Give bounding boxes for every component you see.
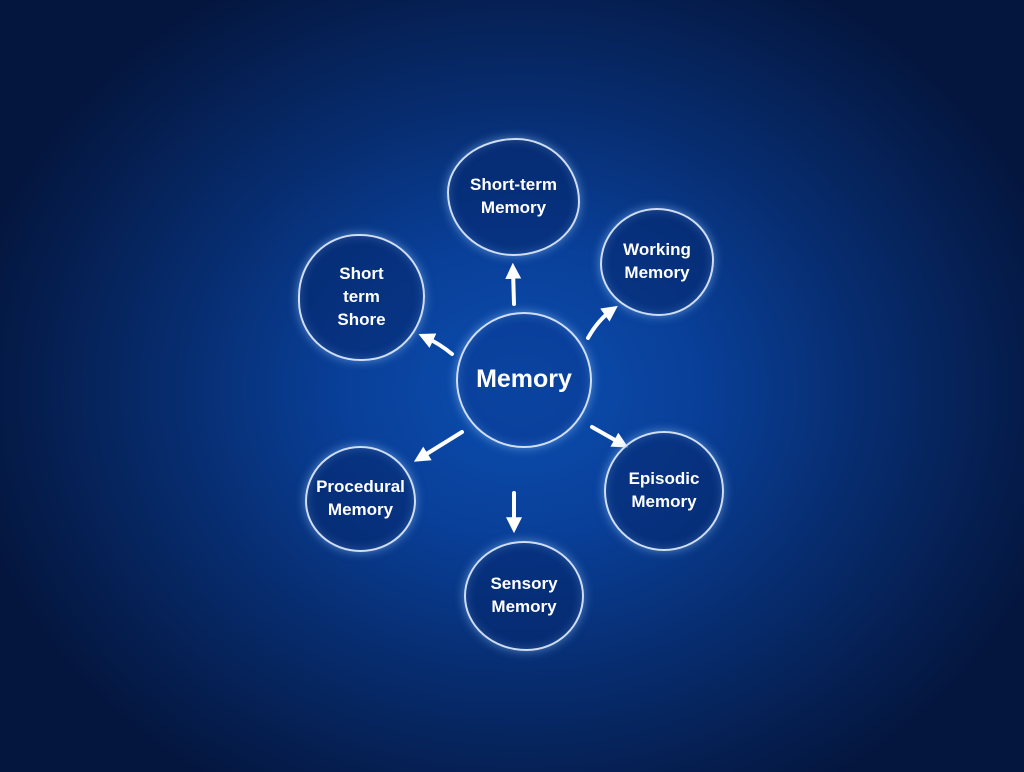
node-label: Short-term Memory bbox=[470, 175, 557, 217]
node-episodic-memory: Episodic Memory bbox=[604, 431, 724, 551]
arrow-to-procedural-memory bbox=[413, 430, 464, 462]
node-short-term-memory: Short-term Memory bbox=[447, 138, 580, 256]
node-label: Procedural Memory bbox=[316, 477, 405, 519]
arrow-to-short-term-shore bbox=[418, 333, 454, 356]
node-label: Short term Shore bbox=[337, 264, 386, 329]
center-node-memory: Memory bbox=[456, 312, 592, 448]
arrow-to-short-term-memory bbox=[505, 262, 522, 306]
node-sensory-memory: Sensory Memory bbox=[464, 541, 584, 651]
node-working-memory: Working Memory bbox=[600, 208, 714, 316]
node-label: Sensory Memory bbox=[490, 574, 558, 616]
node-label: Episodic Memory bbox=[628, 469, 700, 511]
node-procedural-memory: Procedural Memory bbox=[305, 446, 416, 552]
node-label: Working Memory bbox=[623, 240, 691, 282]
center-node-label: Memory bbox=[476, 365, 572, 394]
node-short-term-shore: Short term Shore bbox=[298, 234, 425, 361]
arrow-to-episodic-memory bbox=[590, 425, 629, 448]
arrow-to-working-memory bbox=[586, 305, 618, 340]
